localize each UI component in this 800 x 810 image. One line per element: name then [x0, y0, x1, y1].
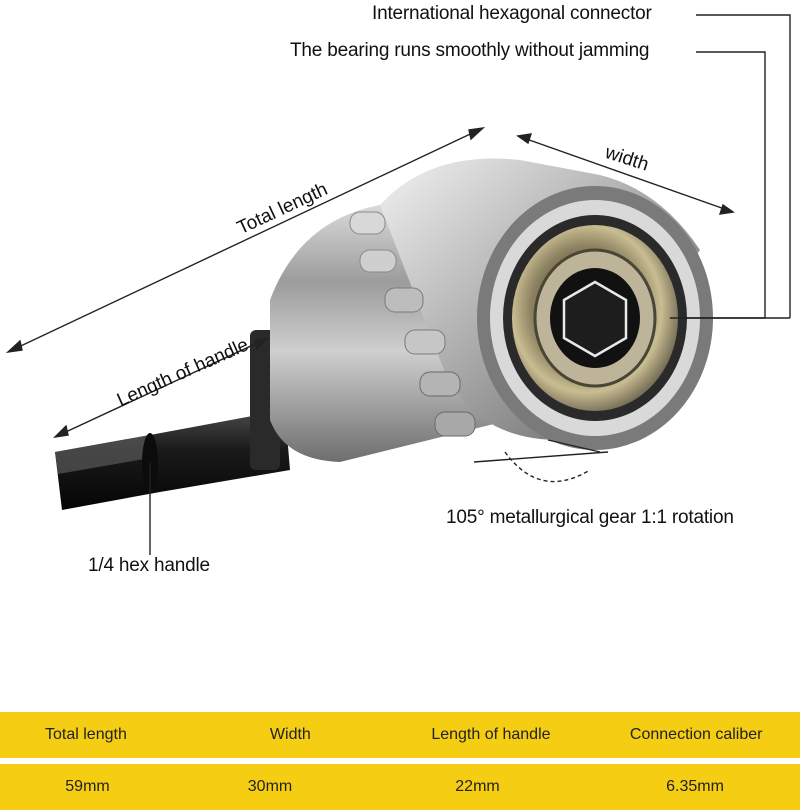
value-connection-caliber: 6.35mm: [666, 778, 724, 795]
gear-leader: [473, 451, 609, 463]
connector-callout: International hexagonal connector: [372, 3, 652, 24]
value-width: 30mm: [247, 778, 293, 795]
header-connection-caliber: Connection caliber: [629, 726, 763, 743]
spec-table-header: Total length Width Length of handle Conn…: [0, 712, 800, 758]
handle-length-arrow: [54, 337, 269, 438]
value-total-length: 59mm: [65, 778, 110, 795]
connector-leader: [696, 14, 791, 318]
header-length-of-handle: Length of handle: [431, 726, 551, 743]
gear-callout: 105° metallurgical gear 1:1 rotation: [446, 507, 734, 528]
spec-table-values: 59mm 30mm 22mm 6.35mm: [0, 764, 800, 810]
rotation-arc: [504, 451, 591, 483]
bearing: [477, 186, 713, 450]
header-width: Width: [269, 726, 311, 743]
width-arrow: [517, 135, 734, 213]
hex-handle-callout: 1/4 hex handle: [88, 555, 210, 576]
value-length-of-handle: 22mm: [455, 778, 500, 795]
hex-socket: [562, 280, 628, 358]
bearing-callout: The bearing runs smoothly without jammin…: [290, 40, 650, 61]
header-total-length: Total length: [45, 726, 127, 743]
total-length-arrow: [7, 127, 484, 353]
